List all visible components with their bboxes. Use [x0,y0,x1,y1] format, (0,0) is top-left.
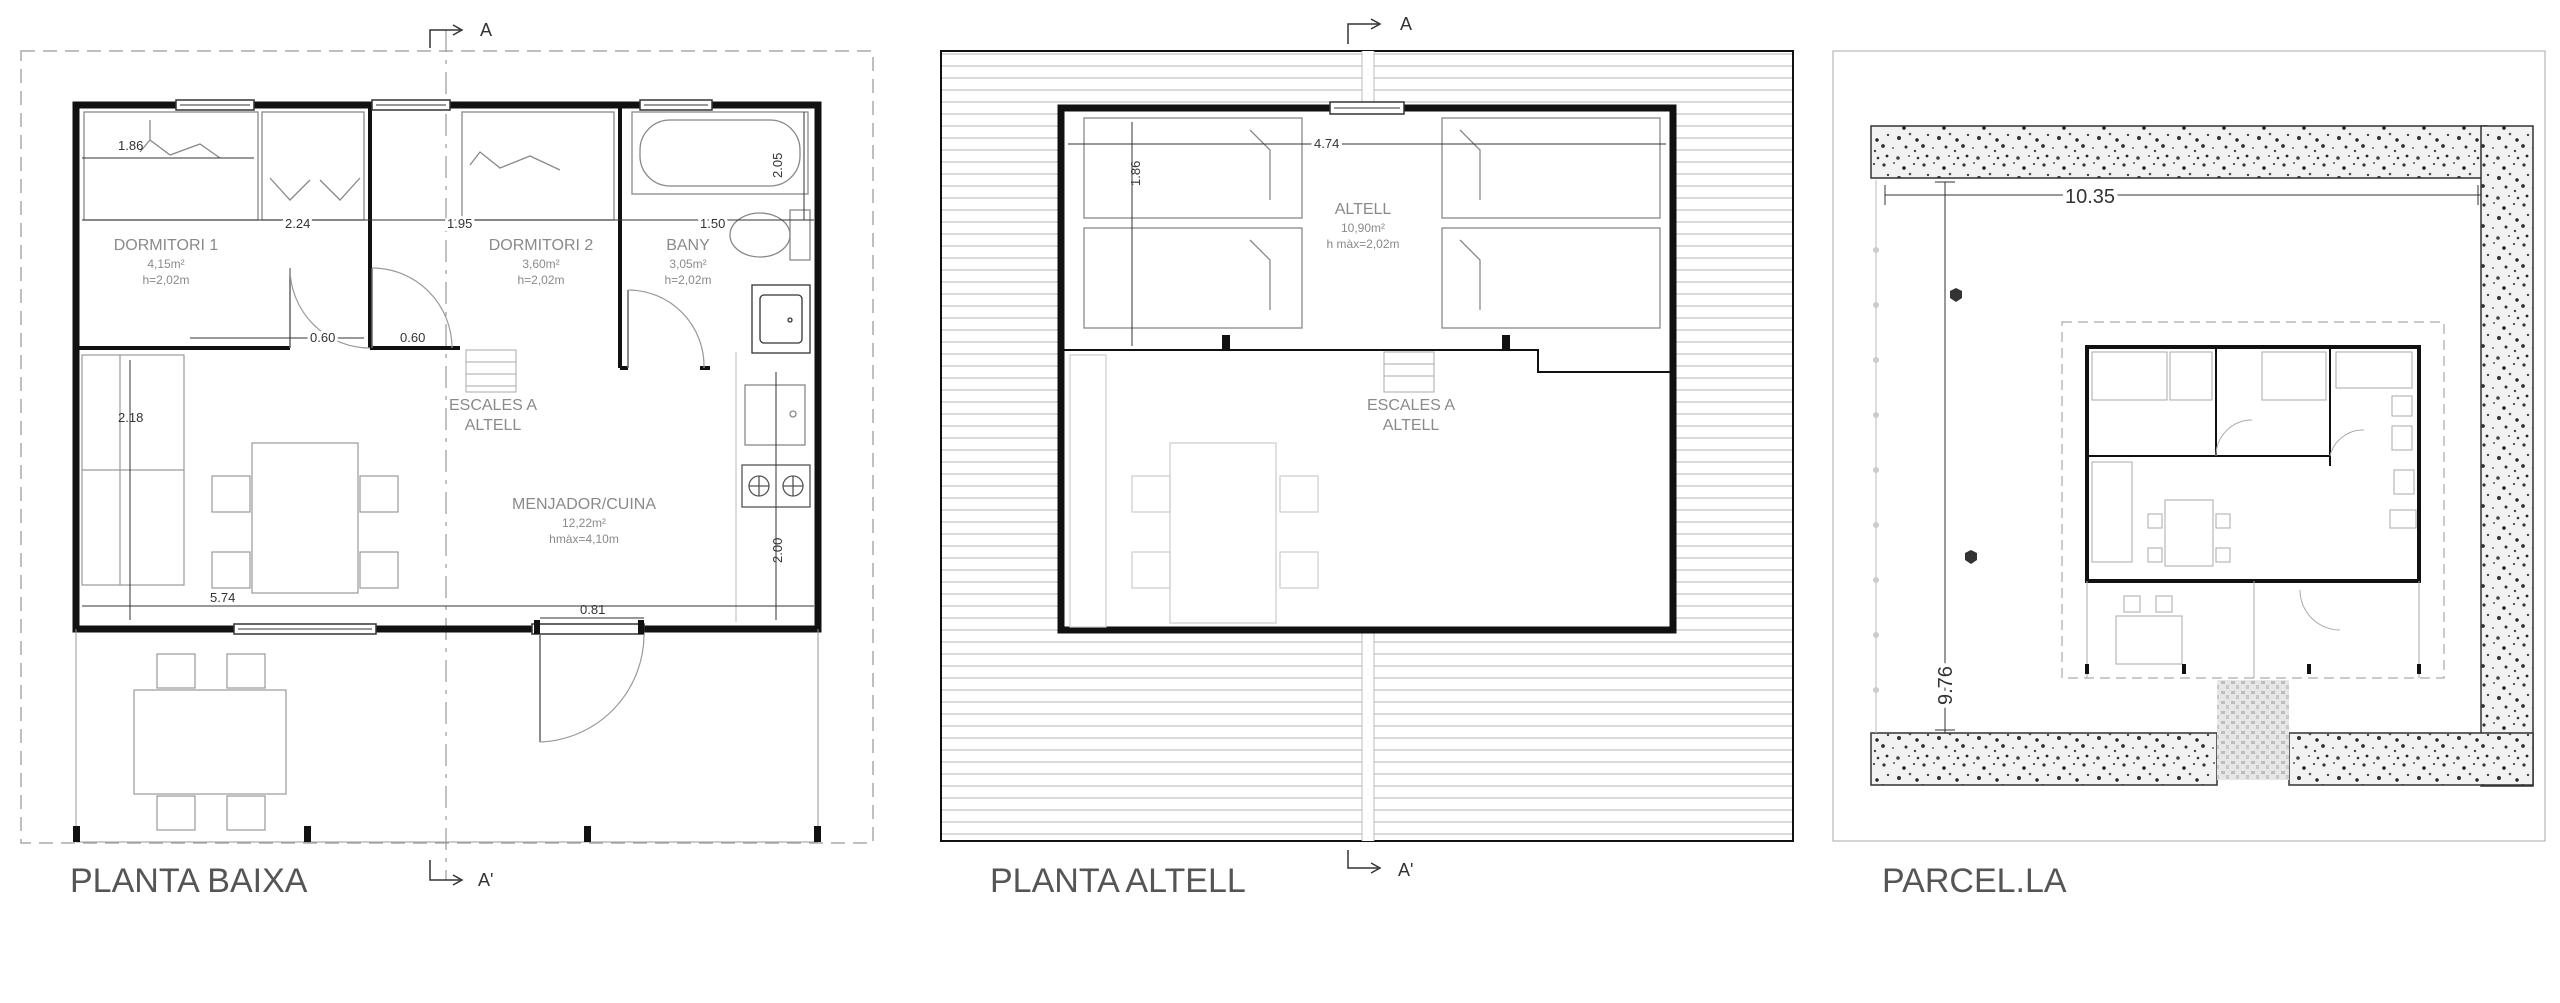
mini-house-walls [2085,345,2421,583]
sofa [81,354,185,586]
wardrobe [261,111,365,221]
tree [1965,550,1977,564]
dim-1-86: 1.86 [1128,161,1143,186]
window [175,99,255,111]
room-height-bany: h=2,02m [664,273,711,287]
dim-2-00: 2.00 [770,538,785,563]
dim-10-35: 10.35 [2065,186,2115,208]
section-label-a-prime: A' [478,870,493,890]
stone-wall-bottom-right [2288,732,2534,786]
room-area-bany: 3,05m² [669,257,706,271]
window [371,99,451,111]
stone-wall-top [1870,125,2488,179]
post [814,826,821,842]
stairs [465,349,517,393]
washbasin [751,284,811,354]
tree [1950,288,1962,302]
dim-9-76: 9.76 [1935,666,1957,705]
below-furniture [1069,354,1319,628]
dim-5-74: 5.74 [210,590,235,605]
parcela: 10.35 9.76 PARCEL. [1832,50,2546,900]
dim-0-60-a: 0.60 [310,330,335,345]
room-area-dormitori-2: 3,60m² [522,257,559,271]
section-label-a: A [1400,14,1412,34]
room-name-bany: BANY [666,237,710,254]
room-name-dormitori-1: DORMITORI 1 [114,237,219,254]
room-area-altell: 10,90m² [1341,221,1385,235]
toilet [729,209,811,261]
title-planta-baixa: PLANTA BAIXA [70,862,308,900]
bathtub [631,111,809,195]
entrance-opening [531,623,645,635]
room-height-dormitori-1: h=2,02m [142,273,189,287]
stone-wall-bottom-left [1870,732,2218,786]
label-escales-line2: ALTELL [1383,417,1440,434]
mini-furniture [2086,351,2420,678]
room-area-dormitori-1: 4,15m² [147,257,184,271]
mezzanine-edge [1064,349,1670,373]
room-name-altell: ALTELL [1335,201,1392,218]
dining-table [211,442,399,594]
label-escales-line1: ESCALES A [1367,397,1455,414]
stairs [1383,351,1435,393]
room-area-menjador: 12,22m² [562,516,606,530]
mini-terrace-outline [2061,321,2445,679]
planta-altell: A A' [940,14,1794,900]
title-parcela: PARCEL.LA [1882,862,2067,900]
room-height-dormitori-2: h=2,02m [517,273,564,287]
dim-2-18: 2.18 [118,410,143,425]
window [233,623,377,635]
dim-1-86: 1.86 [118,138,143,153]
post [304,826,311,842]
dim-0-60-b: 0.60 [400,330,425,345]
dim-4-74: 4.74 [1314,136,1339,151]
terrace-table [133,653,287,831]
label-escales-line1: ESCALES A [449,397,537,414]
post [73,826,80,842]
dim-1-50: 1.50 [700,216,725,231]
section-arrow-top [429,29,460,48]
bed-altell [1083,117,1661,329]
exterior-walls [1057,104,1677,634]
section-label-a-prime: A' [1398,860,1413,880]
dim-2-24: 2.24 [285,216,310,231]
dim-2-05: 2.05 [770,153,785,178]
door-swing [539,631,645,743]
window [639,99,713,111]
room-name-dormitori-2: DORMITORI 2 [489,237,594,254]
bed-dormitori-1 [83,111,259,221]
terrace-outline [20,50,874,844]
sheet-frame [1832,50,2546,842]
post [584,826,591,842]
label-escales-line2: ALTELL [465,417,522,434]
title-planta-altell: PLANTA ALTELL [990,862,1246,900]
planta-baixa: A A' [20,20,874,900]
stone-wall-right [2480,125,2534,787]
dim-0-81: 0.81 [580,602,605,617]
room-height-menjador: hmàx=4,10m [549,532,619,546]
room-name-menjador: MENJADOR/CUINA [512,496,656,513]
bed-dormitori-2 [461,111,615,221]
section-label-a: A [480,20,492,40]
dim-1-95: 1.95 [447,216,472,231]
window [1329,101,1405,115]
room-height-altell: h màx=2,02m [1326,237,1399,251]
kitchen-sink [744,384,806,446]
access-path [2217,680,2289,780]
